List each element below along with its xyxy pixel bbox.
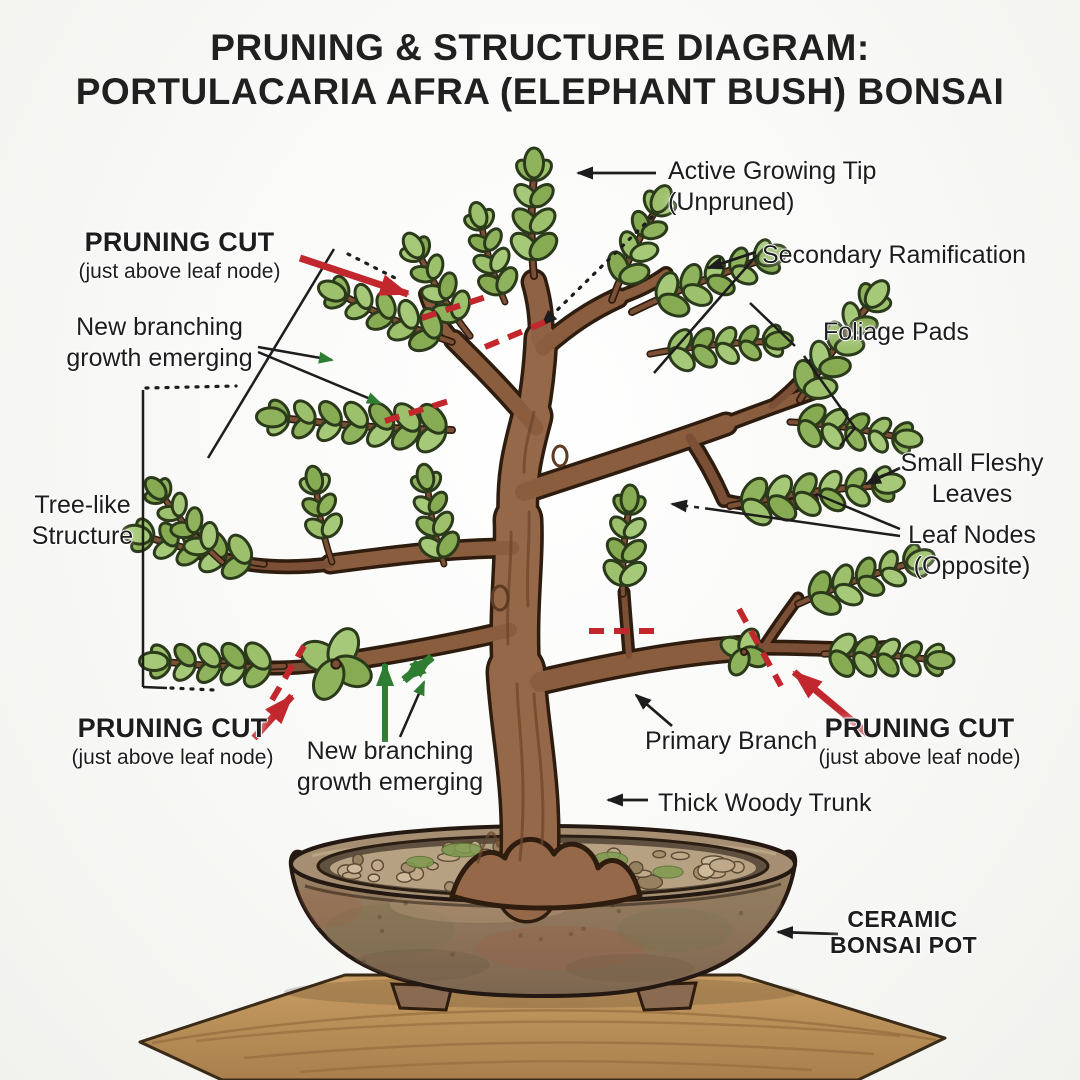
pruning-cut-bottom-left-subtitle: (just above leaf node) bbox=[71, 746, 274, 770]
new-branching-bottom-line2: growth emerging bbox=[296, 768, 484, 796]
pruning-cut-bottom-right-title: PRUNING CUT bbox=[824, 713, 1015, 743]
label-new-branching-bottom: New branching growth emerging bbox=[290, 736, 490, 798]
secondary-ramification-text: Secondary Ramification bbox=[762, 241, 1027, 269]
pruning-cut-top-left-subtitle: (just above leaf node) bbox=[78, 260, 281, 284]
ceramic-pot-line1: CERAMIC bbox=[847, 906, 958, 932]
label-small-fleshy-leaves: Small Fleshy Leaves bbox=[888, 448, 1056, 510]
tree-like-line2: Structure bbox=[31, 522, 134, 550]
page-title: PRUNING & STRUCTURE DIAGRAM: PORTULACARI… bbox=[0, 26, 1080, 113]
pruning-cut-bottom-left-title: PRUNING CUT bbox=[77, 713, 268, 743]
title-line-1: PRUNING & STRUCTURE DIAGRAM: bbox=[210, 27, 870, 68]
ceramic-pot-line2: BONSAI POT bbox=[830, 932, 978, 959]
new-branching-top-line1: New branching bbox=[76, 313, 243, 341]
label-secondary-ramification: Secondary Ramification bbox=[762, 240, 1026, 271]
pruning-cut-bottom-right-subtitle: (just above leaf node) bbox=[818, 746, 1021, 770]
label-leaf-nodes: Leaf Nodes (Opposite) bbox=[888, 520, 1056, 582]
small-fleshy-line2: Leaves bbox=[931, 480, 1013, 508]
label-pruning-cut-bottom-left: PRUNING CUT (just above leaf node) bbox=[55, 712, 290, 772]
label-thick-woody-trunk: Thick Woody Trunk bbox=[658, 788, 872, 819]
thick-woody-trunk-text: Thick Woody Trunk bbox=[658, 789, 872, 817]
foliage-pads-text: Foliage Pads bbox=[823, 318, 969, 346]
annotation-lines bbox=[141, 166, 901, 939]
leaf-nodes-line1: Leaf Nodes bbox=[908, 521, 1036, 549]
label-active-growing-tip: Active Growing Tip (Unpruned) bbox=[668, 156, 876, 218]
pruning-cut-top-left-title: PRUNING CUT bbox=[84, 227, 275, 257]
primary-branch-text: Primary Branch bbox=[645, 727, 818, 755]
label-primary-branch: Primary Branch bbox=[645, 726, 817, 757]
label-tree-like-structure: Tree-like Structure bbox=[25, 490, 140, 552]
new-branching-top-line2: growth emerging bbox=[66, 344, 253, 372]
label-foliage-pads: Foliage Pads bbox=[823, 317, 969, 348]
label-pruning-cut-bottom-right: PRUNING CUT (just above leaf node) bbox=[802, 712, 1037, 772]
label-pruning-cut-top-left: PRUNING CUT (just above leaf node) bbox=[62, 226, 297, 286]
small-fleshy-line1: Small Fleshy bbox=[900, 449, 1044, 477]
new-branching-bottom-line1: New branching bbox=[306, 737, 474, 765]
active-growing-tip-text: Active Growing Tip bbox=[668, 157, 877, 185]
leaf-nodes-line2: (Opposite) bbox=[913, 552, 1031, 580]
foliage-illustration bbox=[121, 146, 956, 701]
active-growing-tip-subtext: (Unpruned) bbox=[668, 188, 795, 216]
table-illustration bbox=[138, 973, 947, 1080]
tree-like-line1: Tree-like bbox=[34, 491, 131, 519]
label-ceramic-bonsai-pot: CERAMIC BONSAI POT bbox=[830, 906, 978, 959]
title-line-2: PORTULACARIA AFRA (ELEPHANT BUSH) BONSAI bbox=[75, 70, 1005, 112]
label-new-branching-top: New branching growth emerging bbox=[52, 312, 267, 374]
